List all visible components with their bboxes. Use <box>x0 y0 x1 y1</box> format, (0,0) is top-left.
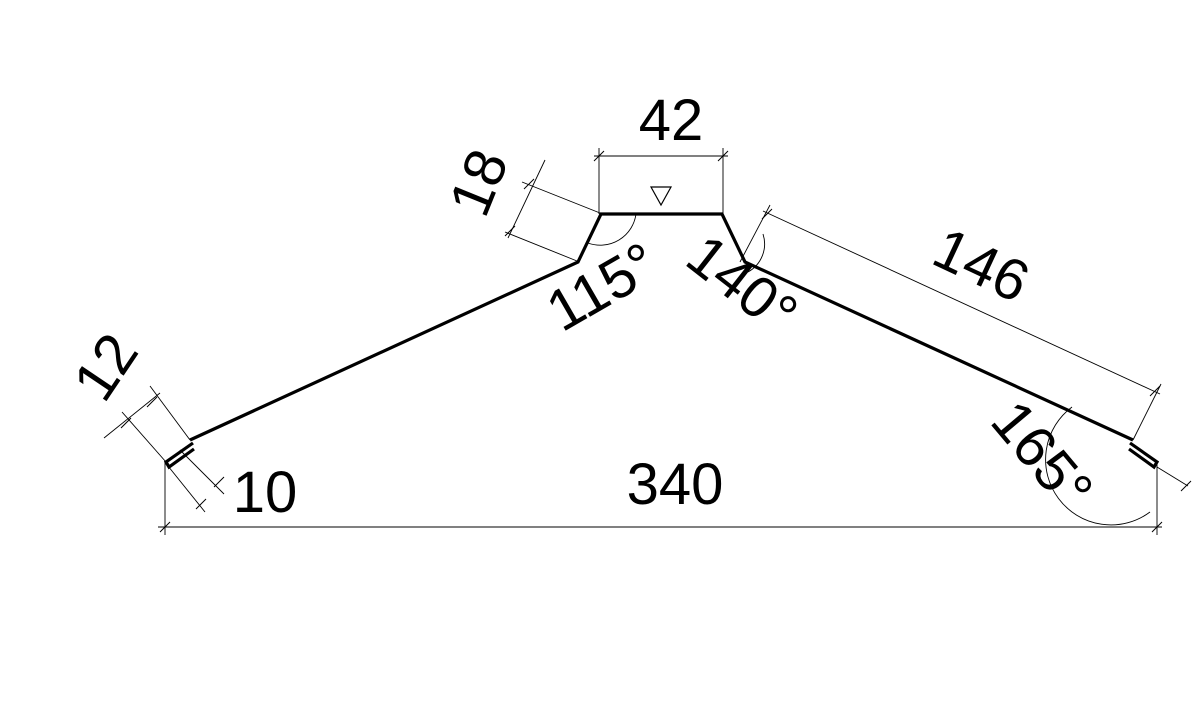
profile-main-line <box>189 212 1134 442</box>
dimension-total-width: 340 <box>158 452 1163 535</box>
left-hem-label: 10 <box>233 460 298 525</box>
triangle-down-icon <box>649 186 673 207</box>
dimension-crest-width: 42 <box>593 88 729 214</box>
total-width-label: 340 <box>627 452 724 517</box>
right-hem-extension <box>1156 466 1192 492</box>
angle-arc-115 <box>587 213 637 246</box>
left-hem-line <box>163 441 195 470</box>
right-hem-line <box>1128 441 1160 470</box>
angle-arc-140 <box>747 233 766 273</box>
angle-arc-165 <box>1045 406 1151 526</box>
crest-width-label: 42 <box>639 88 704 153</box>
profile-outline <box>163 212 1160 470</box>
dimension-left-hem: 10 <box>167 449 298 525</box>
